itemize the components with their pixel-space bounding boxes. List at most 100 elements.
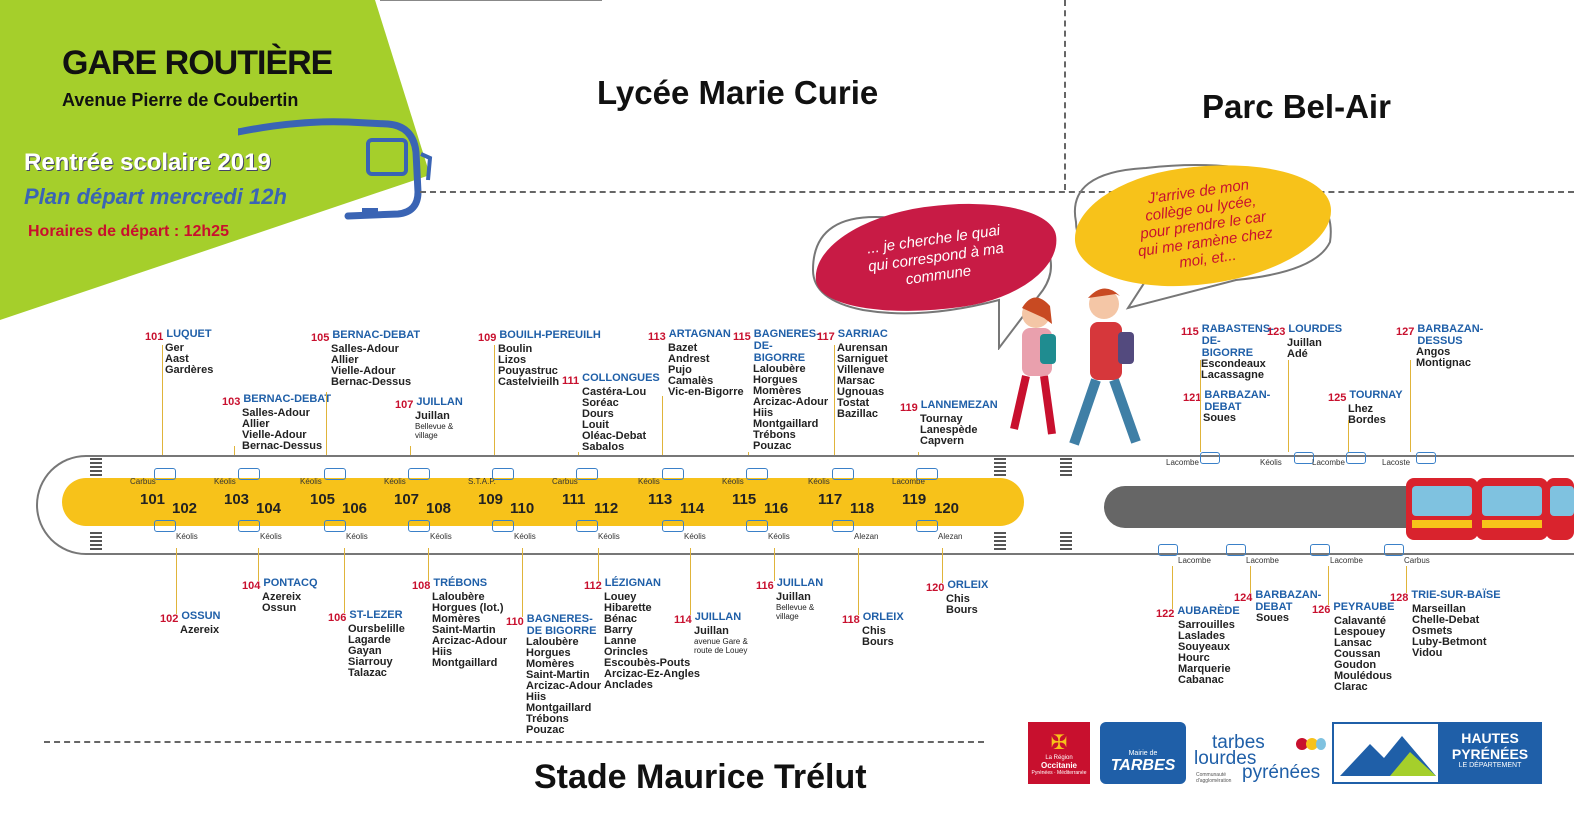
town-name: Hiis xyxy=(526,691,547,703)
crosswalk-icon xyxy=(90,532,102,550)
town-name: Lanespède xyxy=(920,424,978,436)
connector-line xyxy=(774,548,775,581)
bus-stop-icon xyxy=(832,520,854,532)
connector-line xyxy=(748,452,749,455)
bay-number: 118 xyxy=(850,500,875,517)
stop-name: PONTACQ xyxy=(263,577,318,589)
connector-line xyxy=(1406,566,1407,593)
bus-stop-icon xyxy=(408,520,430,532)
connector-line xyxy=(410,446,411,455)
bay-number: 106 xyxy=(342,500,368,517)
bus-stop-icon xyxy=(154,468,176,480)
town-name: Montgaillard xyxy=(432,657,498,669)
town-name: Vielle-Adour xyxy=(331,365,396,377)
place-lycee: Lycée Marie Curie xyxy=(597,74,879,111)
operator-label: Kéolis xyxy=(638,477,660,486)
town-name: Laslades xyxy=(1178,630,1226,642)
town-name: Lhez xyxy=(1348,403,1374,415)
stop-name: ARTAGNAN xyxy=(668,328,731,340)
town-name: Lacassagne xyxy=(1201,369,1264,381)
stop-number: 109 xyxy=(478,332,497,344)
bus-stop-icon xyxy=(324,468,346,480)
operator-label: Kéolis xyxy=(384,477,406,486)
bus-stop-icon xyxy=(916,468,938,480)
town-name: Chis xyxy=(862,625,886,637)
connector-line xyxy=(598,548,599,581)
town-name: Angos xyxy=(1416,346,1451,358)
connector-line xyxy=(176,548,177,614)
operator-label: Kéolis xyxy=(768,532,790,541)
town-name: Chelle-Debat xyxy=(1412,614,1480,626)
departure-time: Horaires de départ : 12h25 xyxy=(28,223,229,240)
stop-name: LANNEMEZAN xyxy=(920,399,998,411)
bay-number: 119 xyxy=(902,491,927,508)
divider-bottom xyxy=(44,741,984,743)
stop-name: ORLEIX xyxy=(947,579,989,591)
stop-name: OSSUN xyxy=(181,610,221,622)
town-name: Salles-Adour xyxy=(242,407,310,419)
town-name: Arcizac-Adour xyxy=(753,396,829,408)
bus-stop-icon xyxy=(1294,452,1314,464)
connector-line xyxy=(1288,360,1289,452)
town-name: Horgues xyxy=(526,647,571,659)
stop-number: 110 xyxy=(506,616,524,628)
stop-name: COLLONGUES xyxy=(582,372,660,384)
connector-line xyxy=(326,392,327,455)
stop-number: 106 xyxy=(328,612,347,624)
connector-line xyxy=(1200,420,1201,452)
bus-stop-icon xyxy=(662,468,684,480)
town-name: Louey xyxy=(604,591,637,603)
operator-label: Alezan xyxy=(938,532,963,541)
logo-hp-line2: PYRÉNÉES xyxy=(1451,746,1529,762)
station-address: Avenue Pierre de Coubertin xyxy=(62,90,299,110)
connector-line xyxy=(1328,566,1329,605)
town-name: Montignac xyxy=(1416,357,1471,369)
operator-label: Kéolis xyxy=(300,477,322,486)
bubble-left-text: ... je cherche le quai qui correspond à … xyxy=(865,221,1005,289)
operator-label: Kéolis xyxy=(808,477,830,486)
bus-stop-icon xyxy=(492,520,514,532)
town-name: Marseillan xyxy=(1412,603,1466,615)
stop-number: 113 xyxy=(648,331,666,343)
bus-stop-icon xyxy=(576,520,598,532)
stop-number: 116 xyxy=(756,580,774,592)
logo-occitanie-line2: Occitanie xyxy=(1040,761,1077,770)
connector-line xyxy=(1348,420,1349,452)
town-name: Sarrouilles xyxy=(1178,619,1235,631)
stop-note: avenue Gare & route de Louey xyxy=(694,637,748,655)
bubble-right-text: J'arrive de mon collège ou lycée, pour p… xyxy=(1136,175,1274,272)
operator-label: Kéolis xyxy=(684,532,706,541)
town-name: Laloubère xyxy=(432,591,485,603)
town-name: Juillan xyxy=(1287,337,1322,349)
stop-name: TOURNAY xyxy=(1349,389,1403,401)
stop-number: 115 xyxy=(733,331,751,343)
town-name: Camalès xyxy=(668,375,714,387)
operator-label: Kéolis xyxy=(1260,458,1282,467)
bay-number: 104 xyxy=(256,500,282,517)
